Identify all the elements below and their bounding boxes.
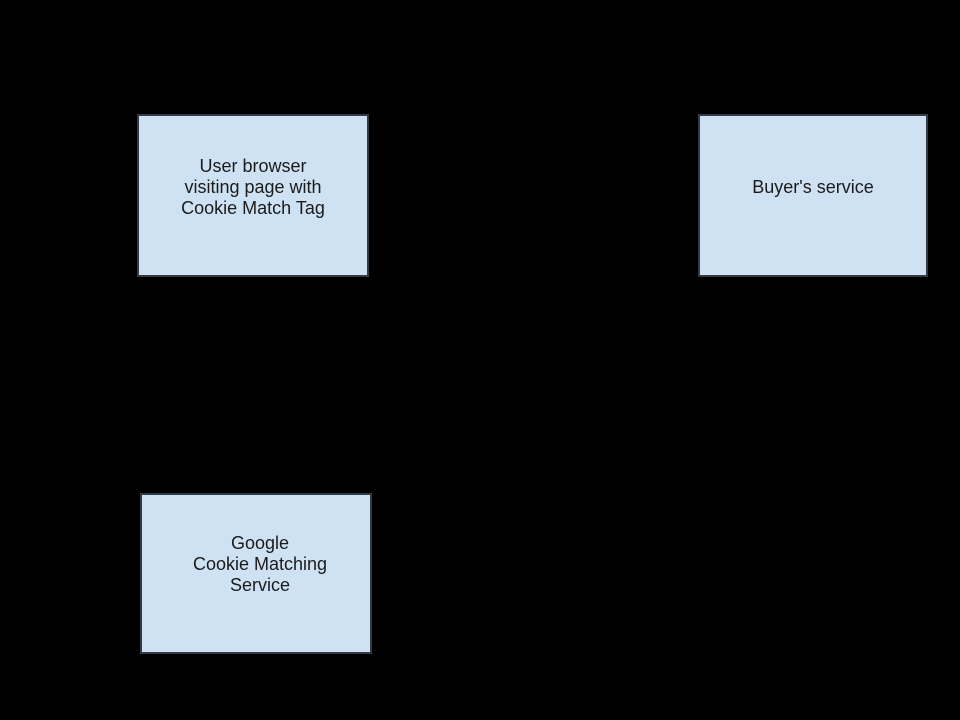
node-google-cookie-matching-service-label: Google Cookie Matching Service <box>192 533 328 595</box>
node-google-cookie-matching-service: Google Cookie Matching Service <box>140 493 372 654</box>
node-buyers-service-label: Buyer's service <box>752 177 874 197</box>
node-user-browser: User browser visiting page with Cookie M… <box>137 114 369 277</box>
node-buyers-service: Buyer's service <box>698 114 928 277</box>
node-user-browser-label: User browser visiting page with Cookie M… <box>181 156 325 218</box>
